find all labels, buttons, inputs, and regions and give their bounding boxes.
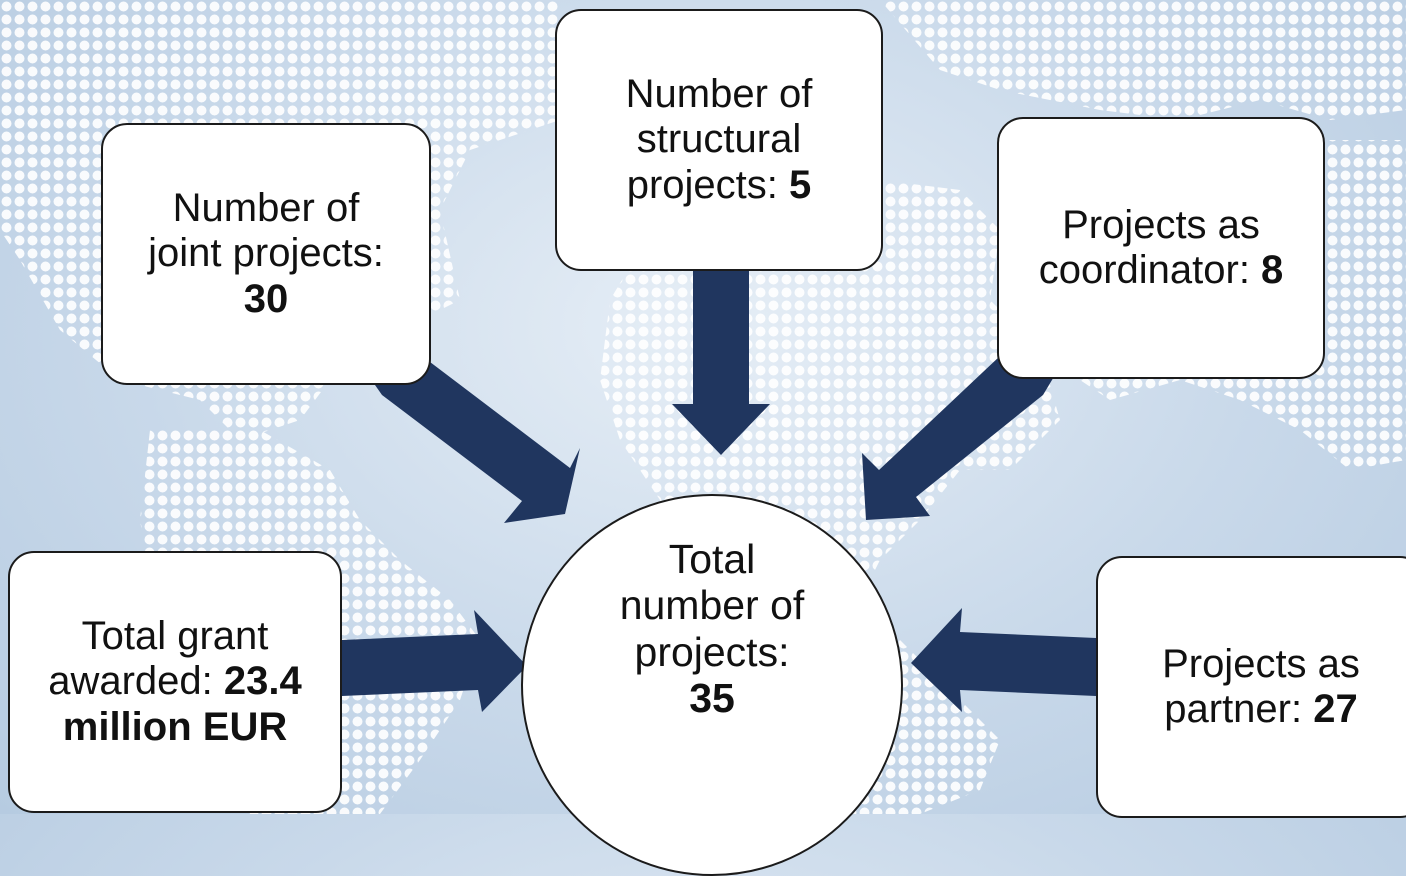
joint-value: 30 <box>243 276 289 321</box>
total-projects-circle: Total number of projects: 35 <box>521 494 903 876</box>
center-value: 35 <box>689 674 735 721</box>
center-line-3: projects: <box>634 628 790 675</box>
coordinator-value: 8 <box>1261 248 1284 292</box>
center-line-2: number of <box>619 582 805 629</box>
center-line-1: Total <box>668 536 756 582</box>
grant-value: 23.4 <box>223 659 302 704</box>
arrow-coordinator-to-center <box>862 356 1055 520</box>
arrows-layer <box>342 271 1096 712</box>
grant-label: awarded: <box>48 659 224 704</box>
structural-label: projects: <box>626 162 790 207</box>
partner-value: 27 <box>1313 687 1358 731</box>
joint-projects-box: Number of joint projects: 30 <box>101 123 431 385</box>
grant-value-unit: million EUR <box>62 704 288 749</box>
partner-projects-box: Projects as partner: 27 <box>1096 556 1406 818</box>
total-grant-box: Total grant awarded: 23.4 million EUR <box>8 551 342 813</box>
joint-line-1: Number of <box>172 186 360 231</box>
arrow-grant-to-center <box>342 610 527 712</box>
coordinator-label: coordinator: <box>1038 248 1262 292</box>
arrow-joint-to-center <box>375 362 580 523</box>
structural-line-1: Number of <box>625 72 813 117</box>
partner-label: partner: <box>1164 687 1314 731</box>
structural-line-3: projects: 5 <box>626 163 813 208</box>
grant-line-2: awarded: 23.4 <box>48 659 302 704</box>
structural-value: 5 <box>789 162 812 207</box>
structural-projects-box: Number of structural projects: 5 <box>555 9 883 271</box>
structural-line-2: structural <box>636 117 802 162</box>
coordinator-line-2: coordinator: 8 <box>1039 248 1284 293</box>
arrow-partner-to-center <box>911 608 1096 712</box>
partner-line-1: Projects as <box>1162 641 1360 686</box>
grant-line-1: Total grant <box>81 614 269 659</box>
arrow-structural-to-center <box>672 271 770 455</box>
joint-line-2: joint projects: <box>148 231 384 276</box>
coordinator-projects-box: Projects as coordinator: 8 <box>997 117 1325 379</box>
coordinator-line-1: Projects as <box>1062 202 1260 247</box>
partner-line-2: partner: 27 <box>1162 687 1360 732</box>
